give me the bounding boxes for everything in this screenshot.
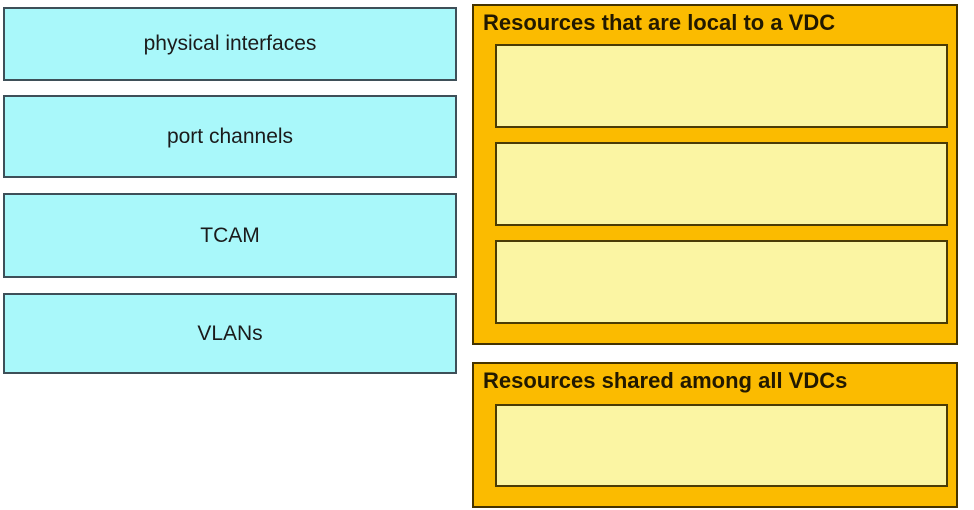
- drag-item-physical-interfaces[interactable]: physical interfaces: [3, 7, 457, 81]
- drag-item-vlans[interactable]: VLANs: [3, 293, 457, 374]
- drop-slot-local-2[interactable]: [495, 142, 948, 226]
- drag-item-tcam[interactable]: TCAM: [3, 193, 457, 278]
- drop-group-shared-all-vdcs: Resources shared among all VDCs: [472, 362, 958, 508]
- drop-group-title: Resources that are local to a VDC: [483, 10, 836, 35]
- drop-group-title: Resources shared among all VDCs: [483, 368, 848, 393]
- drop-group-local-to-vdc: Resources that are local to a VDC: [472, 4, 958, 345]
- drop-slot-local-1[interactable]: [495, 44, 948, 128]
- drag-item-port-channels[interactable]: port channels: [3, 95, 457, 178]
- drop-slot-shared-1[interactable]: [495, 404, 948, 487]
- drop-slot-local-3[interactable]: [495, 240, 948, 324]
